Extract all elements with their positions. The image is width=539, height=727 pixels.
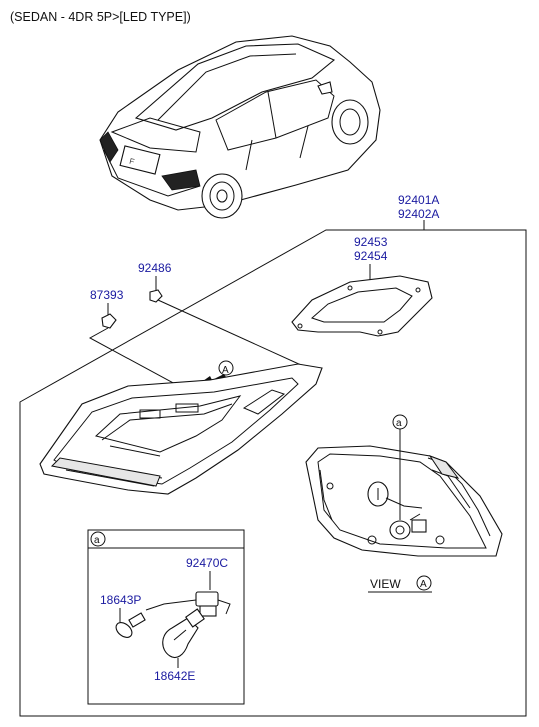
gasket-part <box>291 275 433 337</box>
part-label-92454[interactable]: 92454 <box>354 249 388 263</box>
inset-box <box>87 529 245 705</box>
leader-nut-to-lamp <box>157 299 313 371</box>
leader-screw-to-lamp <box>88 327 191 393</box>
screw-part <box>101 313 117 329</box>
tail-lamp-rear-view <box>305 445 503 557</box>
part-label-92402A[interactable]: 92402A <box>398 207 439 221</box>
part-label-92401A[interactable]: 92401A <box>398 193 439 207</box>
detail-marker-letter: a <box>396 418 402 429</box>
part-label-92486[interactable]: 92486 <box>138 261 172 275</box>
view-label-letter: A <box>420 579 427 590</box>
assembly-bracket <box>19 220 527 717</box>
part-label-92453[interactable]: 92453 <box>354 235 388 249</box>
part-label-87393[interactable]: 87393 <box>90 288 124 302</box>
view-marker-circle <box>218 360 234 376</box>
view-label: VIEW <box>370 577 401 591</box>
car-illustration: F <box>99 35 381 219</box>
tail-lamp-front <box>39 363 323 495</box>
part-label-18642E[interactable]: 18642E <box>154 669 195 683</box>
inset-marker-letter: a <box>94 535 100 546</box>
part-label-92470C[interactable]: 92470C <box>186 556 228 570</box>
nut-part <box>149 289 163 303</box>
bulb-large-part <box>162 608 205 659</box>
inset-marker-circle <box>90 531 106 547</box>
diagram-title: (SEDAN - 4DR 5P>[LED TYPE]) <box>10 10 191 24</box>
view-marker-letter: A <box>222 365 229 376</box>
bulb-small-part <box>115 612 146 638</box>
socket-part <box>145 591 231 617</box>
view-label-circle <box>416 575 432 591</box>
part-label-18643P[interactable]: 18643P <box>100 593 141 607</box>
svg-text:F: F <box>128 157 135 167</box>
